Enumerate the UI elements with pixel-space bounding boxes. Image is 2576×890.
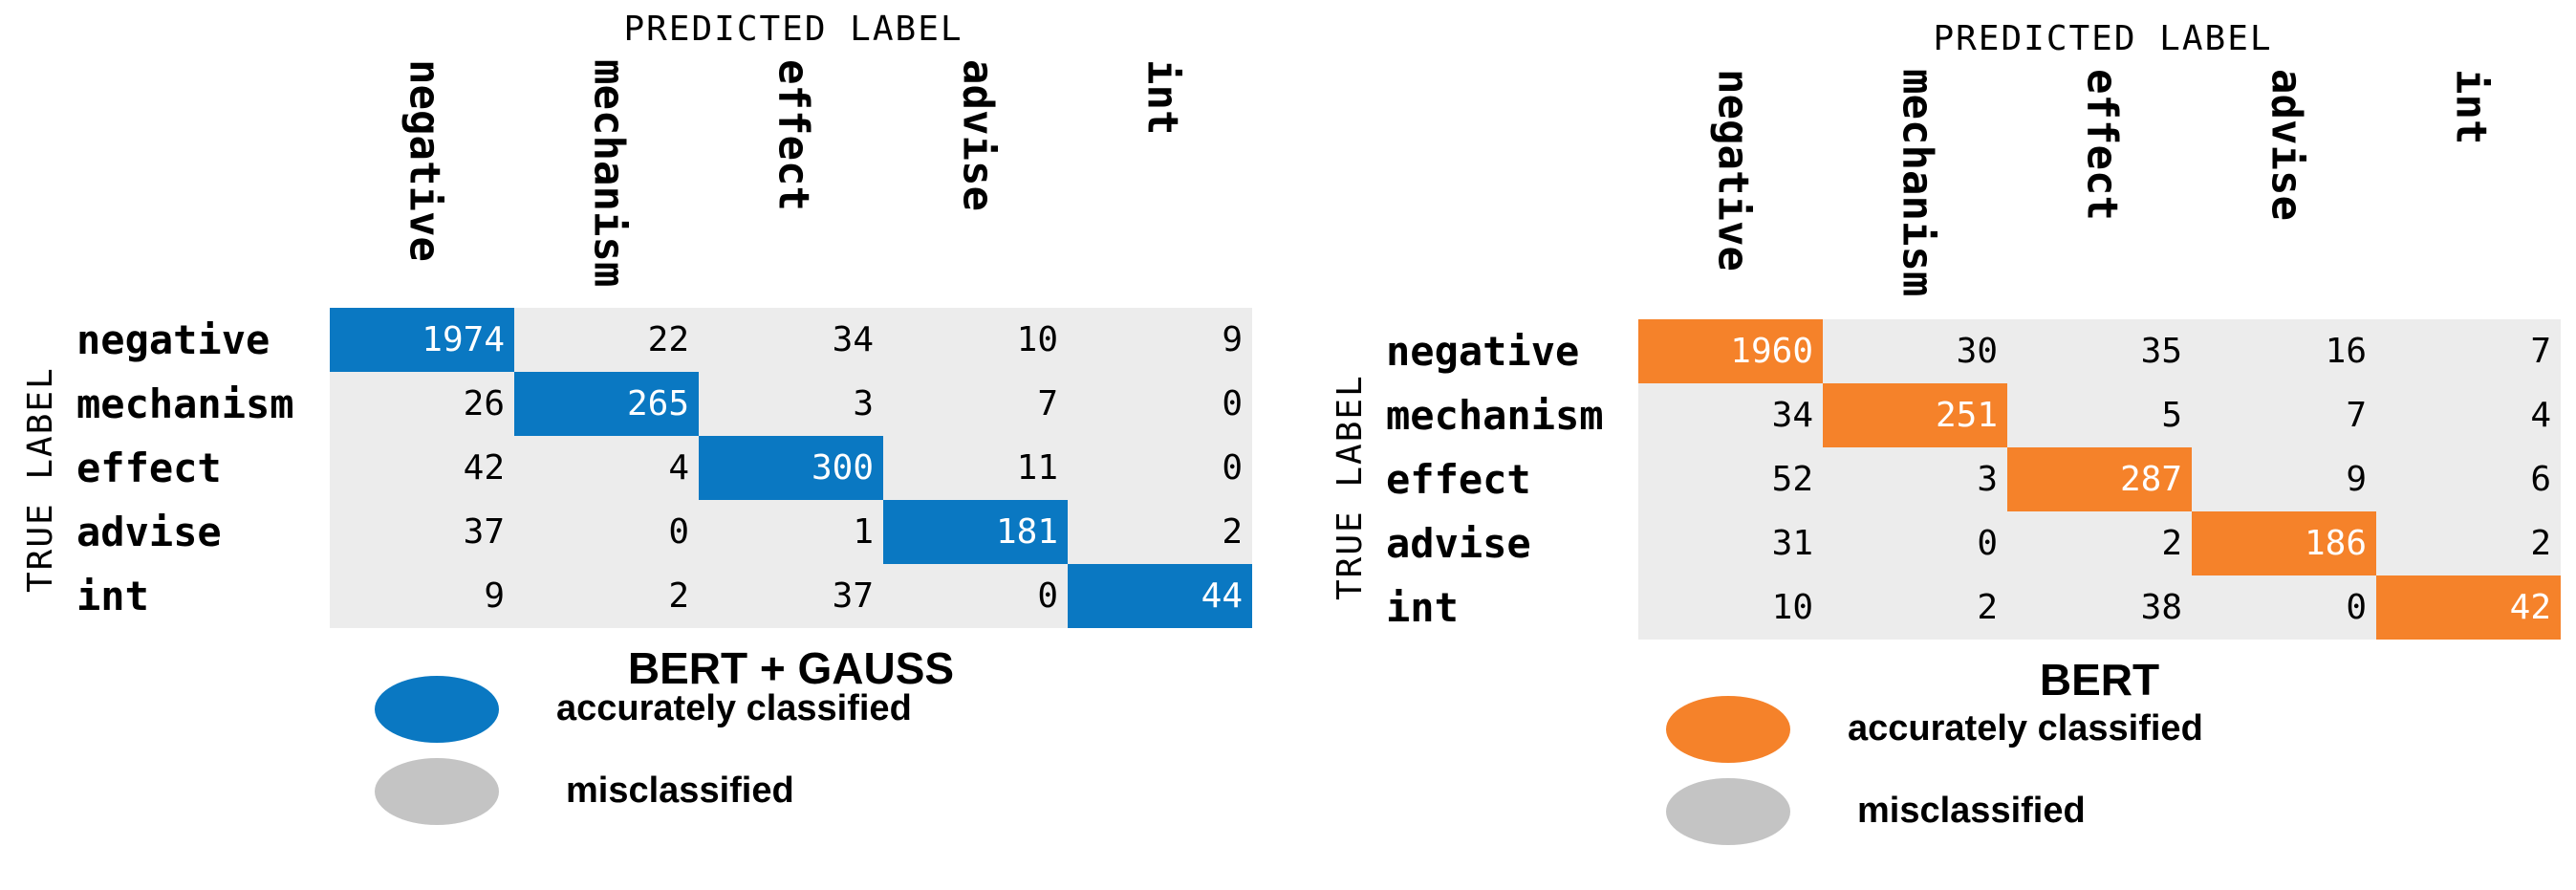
matrix-cell-effect-negative: 52	[1771, 459, 1813, 499]
legend-accurate-label: accurately classified	[1848, 708, 2203, 749]
matrix-cell-advise-negative: 37	[463, 511, 505, 552]
matrix-cell-mechanism-int: 4	[2530, 395, 2551, 435]
matrix-cell-effect-mechanism: 4	[668, 447, 689, 488]
matrix-cell-negative-mechanism: 30	[1956, 331, 1998, 371]
matrix-cell-negative-int: 7	[2530, 331, 2551, 371]
row-label-int: int	[1386, 583, 1459, 631]
matrix-cell-effect-int: 6	[2530, 459, 2551, 499]
column-label-effect: effect	[768, 59, 818, 211]
matrix-title: BERT	[2039, 655, 2160, 705]
matrix-cell-advise-effect: 2	[2161, 523, 2182, 563]
column-label-int: int	[1137, 59, 1187, 136]
matrix-cell-int-effect: 37	[832, 575, 874, 616]
matrix-cell-advise-negative: 31	[1771, 523, 1813, 563]
legend-misclassified-swatch	[1666, 778, 1790, 845]
legend-accurate-label: accurately classified	[556, 688, 912, 728]
matrix-cell-effect-advise: 11	[1016, 447, 1058, 488]
matrix-cell-advise-int: 2	[1222, 511, 1243, 552]
matrix-cell-mechanism-advise: 7	[1037, 383, 1058, 423]
row-label-effect: effect	[76, 444, 222, 491]
matrix-cell-mechanism-negative: 26	[463, 383, 505, 423]
row-label-advise: advise	[1386, 519, 1531, 567]
matrix-cell-int-negative: 10	[1771, 587, 1813, 627]
row-label-mechanism: mechanism	[1386, 391, 1604, 439]
matrix-cell-advise-mechanism: 0	[1977, 523, 1998, 563]
legend-misclassified-swatch	[375, 758, 499, 825]
matrix-cell-mechanism-int: 0	[1222, 383, 1243, 423]
matrix-cell-advise-mechanism: 0	[668, 511, 689, 552]
column-label-mechanism: mechanism	[584, 59, 634, 288]
matrix-cell-effect-advise: 9	[2346, 459, 2367, 499]
matrix-cell-negative-negative: 1960	[1638, 319, 1823, 383]
matrix-cell-int-int: 44	[1068, 564, 1252, 628]
matrix-cell-negative-effect: 34	[832, 319, 874, 359]
legend-misclassified-label: misclassified	[566, 771, 794, 811]
column-label-mechanism: mechanism	[1893, 69, 1942, 297]
predicted-label-axis-title: PREDICTED LABEL	[1933, 19, 2273, 58]
legend-accurate-swatch	[1666, 696, 1790, 763]
matrix-cell-effect-effect: 287	[2007, 447, 2192, 511]
matrix-cell-negative-advise: 10	[1016, 319, 1058, 359]
matrix-cell-effect-negative: 42	[463, 447, 505, 488]
row-label-mechanism: mechanism	[76, 380, 294, 427]
row-label-advise: advise	[76, 508, 222, 555]
column-label-int: int	[2446, 69, 2496, 145]
matrix-cell-mechanism-mechanism: 265	[514, 372, 699, 436]
matrix-cell-negative-mechanism: 22	[647, 319, 689, 359]
matrix-title: BERT + GAUSS	[627, 643, 955, 693]
column-label-advise: advise	[2262, 69, 2311, 221]
row-label-effect: effect	[1386, 455, 1531, 503]
column-label-negative: negative	[1708, 69, 1758, 271]
matrix-cell-mechanism-mechanism: 251	[1823, 383, 2007, 447]
matrix-cell-mechanism-advise: 7	[2346, 395, 2367, 435]
row-label-negative: negative	[76, 315, 271, 363]
matrix-cell-effect-int: 0	[1222, 447, 1243, 488]
matrix-cell-advise-advise: 186	[2192, 511, 2376, 575]
row-label-int: int	[76, 572, 149, 619]
matrix-cell-negative-advise: 16	[2325, 331, 2367, 371]
matrix-cell-effect-mechanism: 3	[1977, 459, 1998, 499]
matrix-cell-advise-effect: 1	[853, 511, 874, 552]
matrix-cell-int-advise: 0	[2346, 587, 2367, 627]
column-label-negative: negative	[400, 59, 449, 262]
matrix-cell-int-negative: 9	[484, 575, 505, 616]
column-label-effect: effect	[2077, 69, 2127, 221]
row-label-negative: negative	[1386, 327, 1580, 375]
matrix-cell-int-advise: 0	[1037, 575, 1058, 616]
column-label-advise: advise	[953, 59, 1003, 211]
matrix-cell-negative-effect: 35	[2140, 331, 2182, 371]
matrix-cell-effect-effect: 300	[699, 436, 883, 500]
matrix-cell-int-int: 42	[2376, 575, 2561, 640]
matrix-cell-negative-int: 9	[1222, 319, 1243, 359]
matrix-cell-int-effect: 38	[2140, 587, 2182, 627]
matrix-cell-advise-advise: 181	[883, 500, 1068, 564]
matrix-cell-mechanism-effect: 3	[853, 383, 874, 423]
legend-misclassified-label: misclassified	[1857, 791, 2086, 831]
matrix-cell-mechanism-negative: 34	[1771, 395, 1813, 435]
predicted-label-axis-title: PREDICTED LABEL	[623, 10, 963, 49]
true-label-axis-title: TRUE LABEL	[1331, 374, 1370, 600]
legend-accurate-swatch	[375, 676, 499, 743]
matrix-cell-int-mechanism: 2	[1977, 587, 1998, 627]
matrix-cell-advise-int: 2	[2530, 523, 2551, 563]
matrix-cell-negative-negative: 1974	[330, 308, 514, 372]
matrix-cell-int-mechanism: 2	[668, 575, 689, 616]
matrix-cell-mechanism-effect: 5	[2161, 395, 2182, 435]
